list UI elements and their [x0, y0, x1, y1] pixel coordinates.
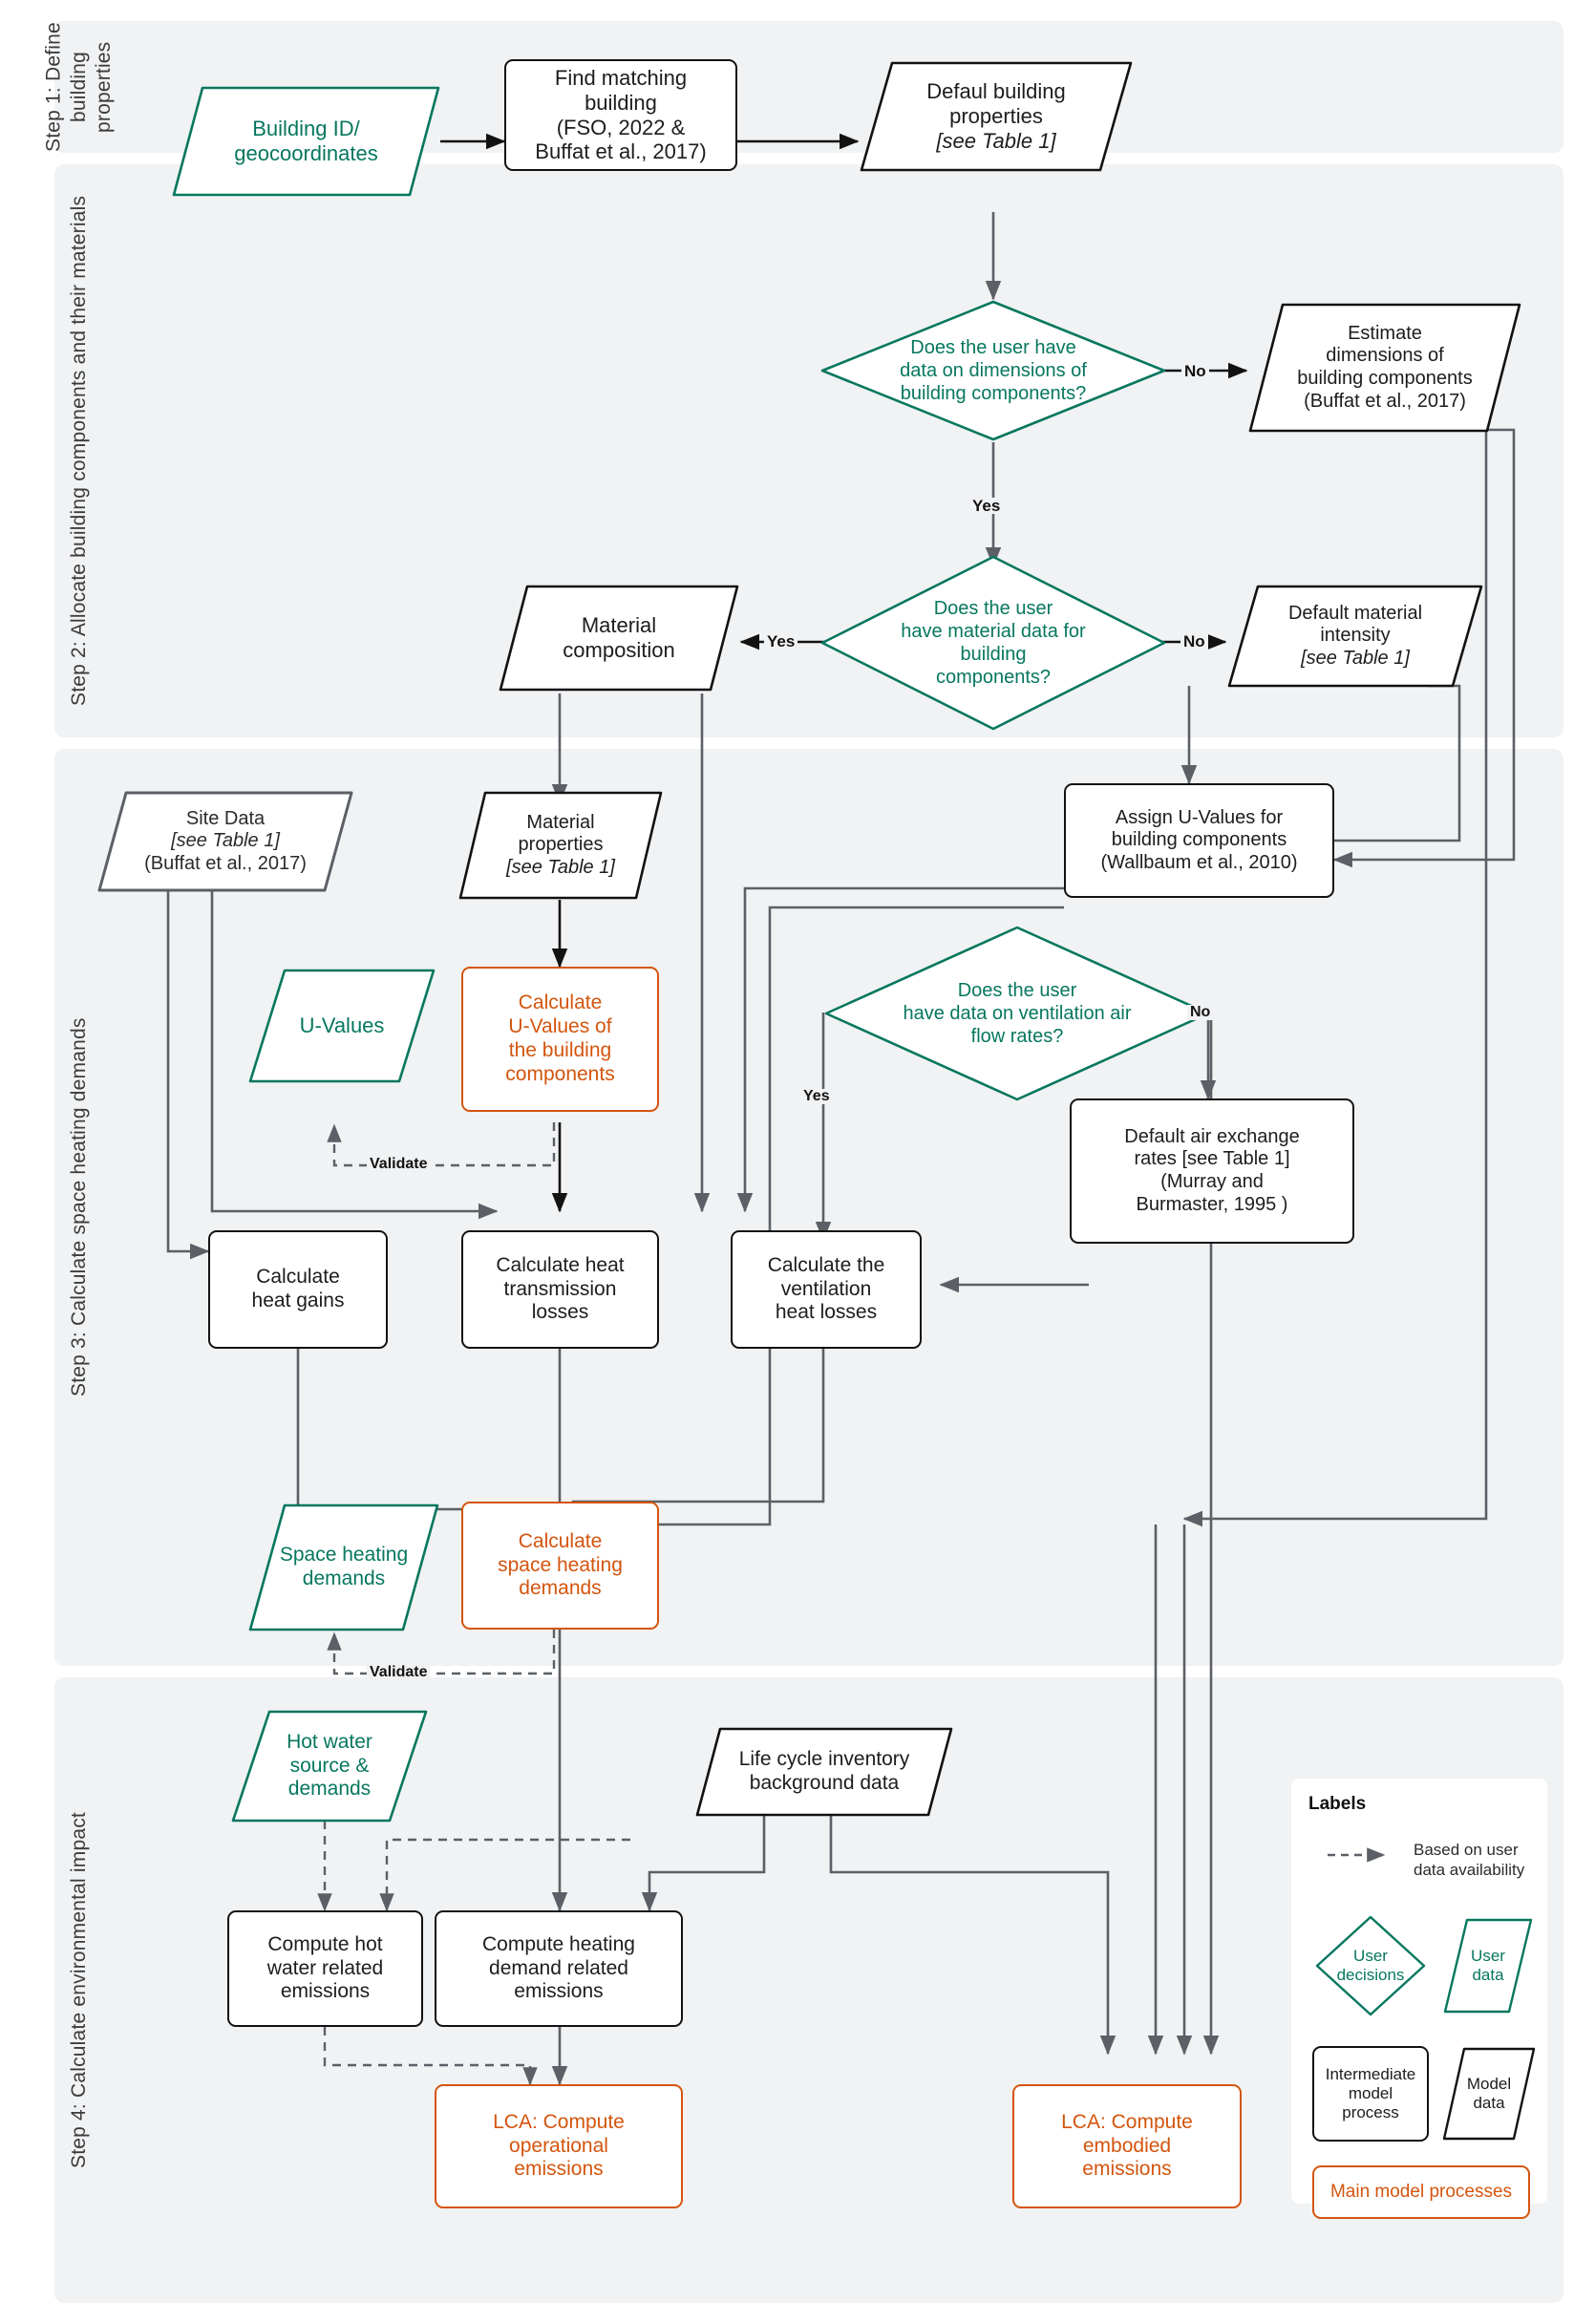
- material-properties-line1: Material: [526, 811, 595, 833]
- edge-label-no-ventilation: No: [1187, 1005, 1214, 1020]
- step-2-label: Step 2: Allocate building components and…: [67, 195, 90, 707]
- material-properties-line3: [see Table 1]: [506, 856, 615, 878]
- edge-label-yes-ventilation: Yes: [800, 1089, 833, 1104]
- default-building-line3: [see Table 1]: [936, 128, 1056, 153]
- legend-main-processes-shape: Main model processes: [1312, 2165, 1530, 2219]
- node-building-id-label: Building ID/geocoordinates: [234, 117, 378, 165]
- site-data-line1: Site Data: [185, 807, 266, 829]
- node-default-building-properties[interactable]: Defaul building properties [see Table 1]: [858, 59, 1135, 174]
- node-default-air-exchange-labels: Default air exchange rates [see Table 1]…: [1120, 1126, 1303, 1216]
- site-data-line3: (Buffat et al., 2017): [144, 852, 307, 874]
- step-1-label: Step 1: Define building properties: [43, 22, 116, 152]
- node-material-properties[interactable]: Material properties [see Table 1]: [457, 789, 665, 902]
- node-default-air-exchange[interactable]: Default air exchange rates [see Table 1]…: [1070, 1098, 1354, 1244]
- default-material-line3: [see Table 1]: [1301, 647, 1410, 669]
- edge-label-validate-uvalues: Validate: [367, 1157, 431, 1172]
- legend-dashed-arrow-icon: [1328, 1847, 1386, 1863]
- air-exchange-line2: rates [see Table 1]: [1134, 1148, 1290, 1170]
- legend-main-processes-label: Main model processes: [1329, 2181, 1513, 2202]
- air-exchange-line1: Default air exchange: [1124, 1125, 1300, 1147]
- node-building-id[interactable]: Building ID/geocoordinates: [170, 84, 442, 199]
- node-material-properties-labels: Material properties [see Table 1]: [457, 789, 665, 902]
- node-uvalues-label: U-Values: [299, 1013, 385, 1038]
- air-exchange-line4: Burmaster, 1995 ): [1136, 1193, 1288, 1215]
- node-default-material-intensity[interactable]: Default material intensity [see Table 1]: [1225, 583, 1485, 690]
- edge-label-yes-dimensions: Yes: [969, 498, 1004, 514]
- node-default-material-intensity-labels: Default material intensity [see Table 1]: [1225, 583, 1485, 690]
- default-material-line1: Default material: [1287, 602, 1423, 624]
- air-exchange-line3: (Murray and: [1160, 1171, 1264, 1192]
- material-properties-line2: properties: [518, 834, 604, 856]
- edge-label-yes-material: Yes: [764, 633, 798, 650]
- site-data-line2: [see Table 1]: [171, 830, 280, 852]
- node-default-building-properties-labels: Defaul building properties [see Table 1]: [858, 59, 1135, 174]
- legend-title: Labels: [1308, 1794, 1367, 1814]
- node-site-data-labels: Site Data [see Table 1] (Buffat et al., …: [96, 789, 355, 894]
- default-building-line2: properties: [949, 104, 1043, 129]
- default-material-line2: intensity: [1320, 625, 1391, 647]
- edge-label-validate-space-heating: Validate: [367, 1665, 431, 1680]
- edge-label-no-material: No: [1180, 633, 1208, 650]
- edge-label-no-dimensions: No: [1181, 363, 1209, 379]
- node-uvalues[interactable]: U-Values: [246, 967, 437, 1085]
- node-site-data[interactable]: Site Data [see Table 1] (Buffat et al., …: [96, 789, 355, 894]
- step-4-label: Step 4: Calculate environmental impact: [67, 1812, 90, 2168]
- default-building-line1: Defaul building: [926, 79, 1066, 104]
